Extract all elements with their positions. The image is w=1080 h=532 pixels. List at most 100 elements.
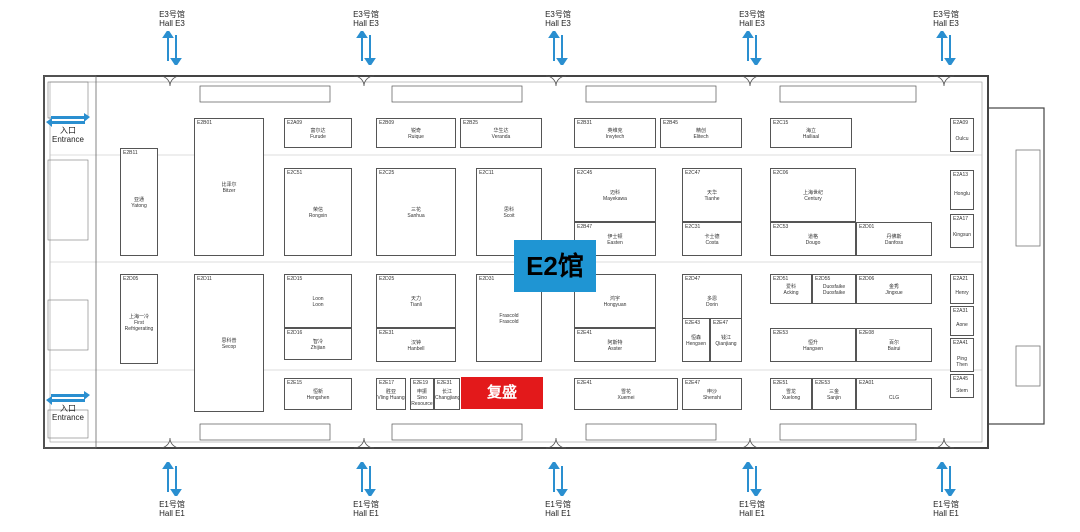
booth-name-cn: 恒森 — [690, 335, 701, 341]
booth-name-en: Veranda — [491, 134, 511, 140]
double-arrow-icon — [936, 462, 956, 496]
booth-name-en: Yatong — [131, 203, 147, 209]
hall-title: E2馆 — [514, 240, 596, 292]
booth-name-cn: 金秀 — [888, 284, 899, 290]
booth-name-en: Stem — [956, 388, 968, 394]
booth-number: E2E41 — [577, 380, 593, 386]
double-arrow-icon — [162, 462, 182, 496]
booth-name-en: Ruique — [408, 134, 424, 140]
booth-name-en: Rongxin — [308, 213, 328, 219]
booth-name-cn: Loon — [312, 296, 324, 302]
booth-name-en: Ping Then — [956, 356, 968, 368]
booth-number: E2A09 — [287, 120, 303, 126]
booth-number: E2E53 — [815, 380, 831, 386]
booth-number: E2C45 — [577, 170, 593, 176]
booth-name-cn: Duosfaike — [822, 284, 846, 290]
booth-name-cn: 上海世纪 — [802, 190, 823, 196]
booth-name-en: First Refrigerating — [124, 320, 154, 332]
booth-name-cn: 三金 — [828, 389, 839, 395]
booth-name-en: Dougo — [805, 240, 821, 246]
double-arrow-icon — [548, 462, 568, 496]
booth-number: E2D47 — [685, 276, 701, 282]
booth-number: E2E08 — [859, 330, 875, 336]
booth-name-en: Hengshen — [306, 395, 330, 401]
booth-number: E2E31 — [379, 330, 395, 336]
booth-number: E2B11 — [123, 150, 138, 156]
booth-name-en: Bitzer — [222, 188, 236, 194]
booth-name-en: Xuelong — [781, 395, 801, 401]
booth-name-en: Zhijian — [310, 345, 326, 351]
booth-number: E2E15 — [287, 380, 303, 386]
booth-name-cn: 天华 — [706, 190, 717, 196]
booth-name-en: Tianhe — [704, 196, 720, 202]
booth-number: E2A45 — [953, 376, 969, 382]
booth-name-cn: 长江 — [441, 389, 452, 395]
booth-number: E2D31 — [479, 276, 495, 282]
entrance-arrows-icon — [40, 113, 96, 127]
booth-name-cn: 胜亚 — [385, 389, 396, 395]
highlighted-booth[interactable]: 复盛 — [461, 377, 543, 409]
booth-name-cn: 锐奇 — [410, 128, 421, 134]
booth-name-cn: 申沙 — [706, 389, 717, 395]
booth-name-cn: 迈科 — [609, 190, 620, 196]
booth-name-en: Henry — [955, 290, 969, 296]
booth-name-cn: 精创 — [695, 128, 706, 134]
booth-number: E2C11 — [479, 170, 494, 176]
booth-name-en: Loon — [312, 302, 324, 308]
booth-number: E2B45 — [663, 120, 679, 126]
booth-name-cn: 雪龙 — [785, 389, 796, 395]
booth-name-cn: 思科普 — [221, 338, 237, 344]
